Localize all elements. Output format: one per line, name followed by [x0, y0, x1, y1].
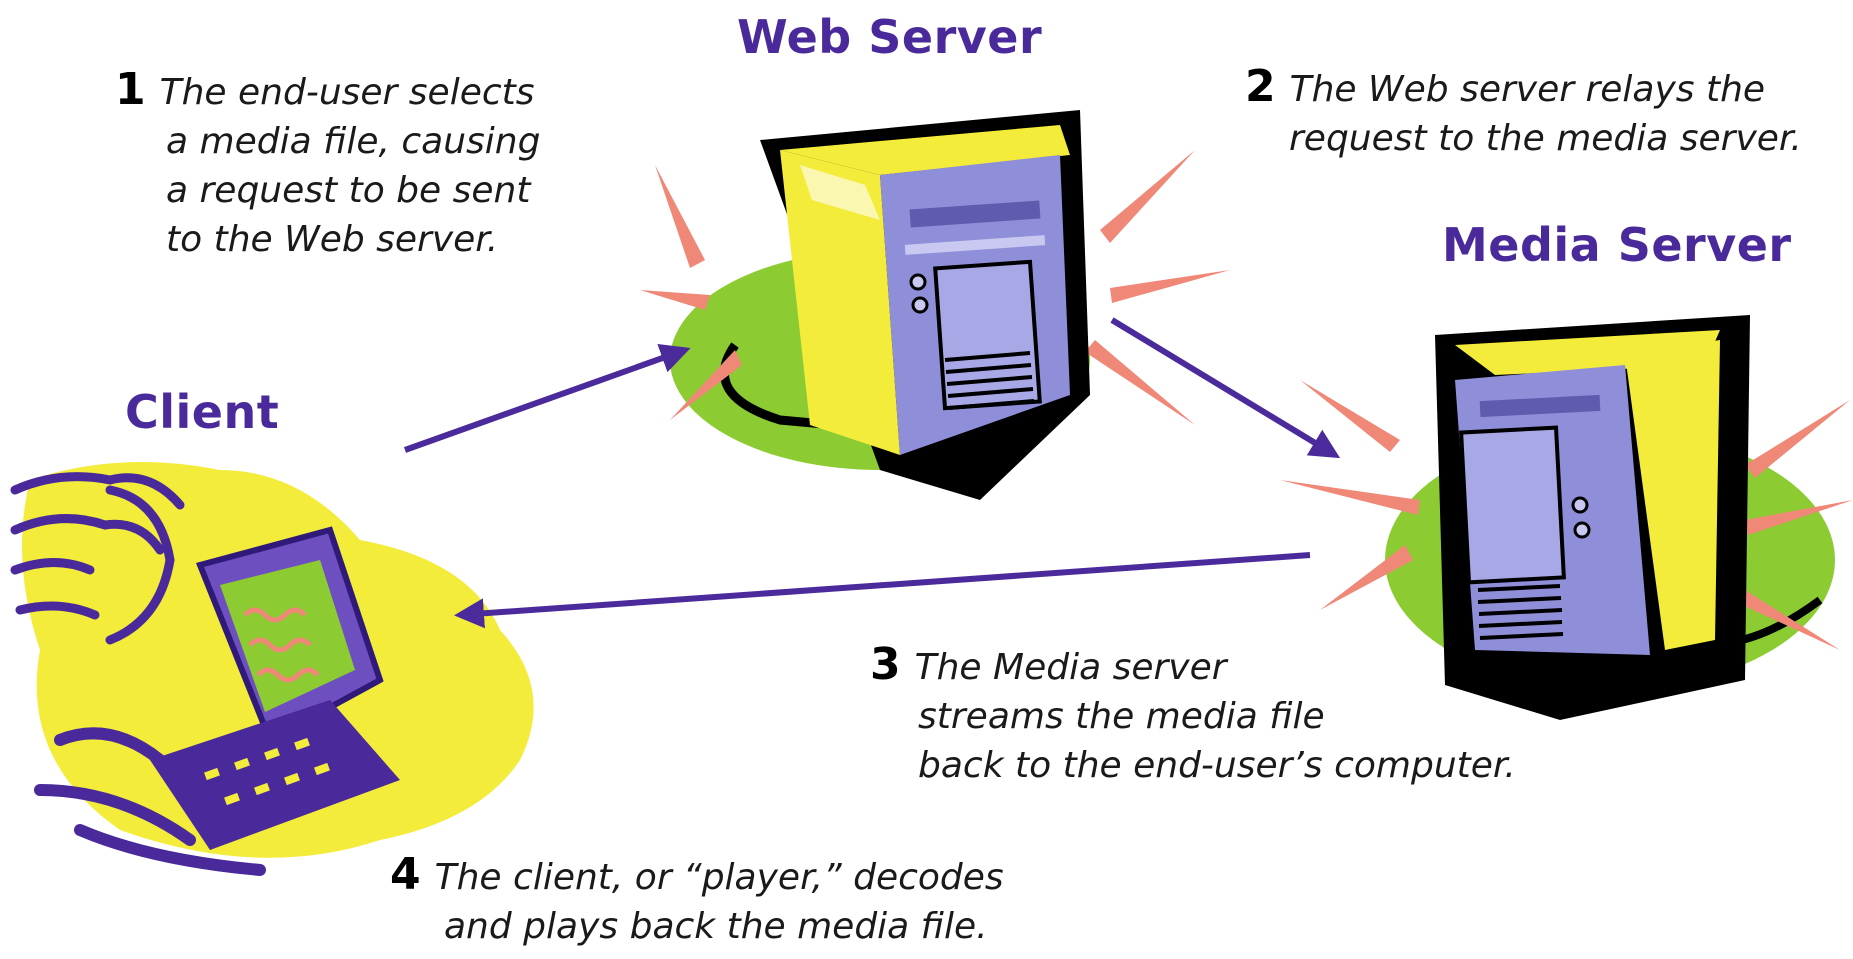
media-server-burst-rays — [1280, 380, 1853, 650]
step-line: The Media server — [914, 647, 1227, 688]
step-number: 1 — [115, 64, 146, 115]
step-line: and plays back the media file. — [444, 906, 988, 947]
step-number: 2 — [1245, 61, 1276, 112]
step-number: 4 — [390, 849, 421, 900]
client-label: Client — [125, 385, 280, 439]
step-line: back to the end-user’s computer. — [918, 745, 1516, 786]
step-1-text: 1 The end-user selects a media file, caus… — [115, 65, 540, 264]
arrow-client-to-web-server — [403, 343, 691, 453]
step-line: request to the media server. — [1289, 118, 1802, 159]
step-line: a request to be sent — [166, 170, 531, 211]
step-line: streams the media file — [918, 696, 1325, 737]
arrow-media-server-to-client — [454, 552, 1311, 629]
web-server-label: Web Server — [737, 10, 1043, 64]
flow-arrows — [403, 317, 1341, 629]
media-server-label: Media Server — [1442, 218, 1792, 272]
web-server-burst-rays — [640, 150, 1230, 425]
step-line: The client, or “player,” decodes — [434, 857, 1004, 898]
step-3-text: 3 The Media server streams the media file… — [870, 640, 1516, 790]
step-line: The end-user selects — [159, 72, 535, 113]
media-server-icon — [1280, 315, 1853, 720]
step-line: to the Web server. — [166, 219, 499, 260]
web-server-icon — [640, 110, 1230, 500]
arrow-web-to-media-server — [1110, 317, 1341, 459]
step-line: The Web server relays the — [1289, 69, 1766, 110]
client-icon — [10, 462, 534, 876]
step-number: 3 — [870, 639, 901, 690]
step-line: a media file, causing — [166, 121, 541, 162]
step-4-text: 4 The client, or “player,” decodes and pl… — [390, 850, 1004, 951]
step-2-text: 2 The Web server relays the request to th… — [1245, 62, 1802, 163]
